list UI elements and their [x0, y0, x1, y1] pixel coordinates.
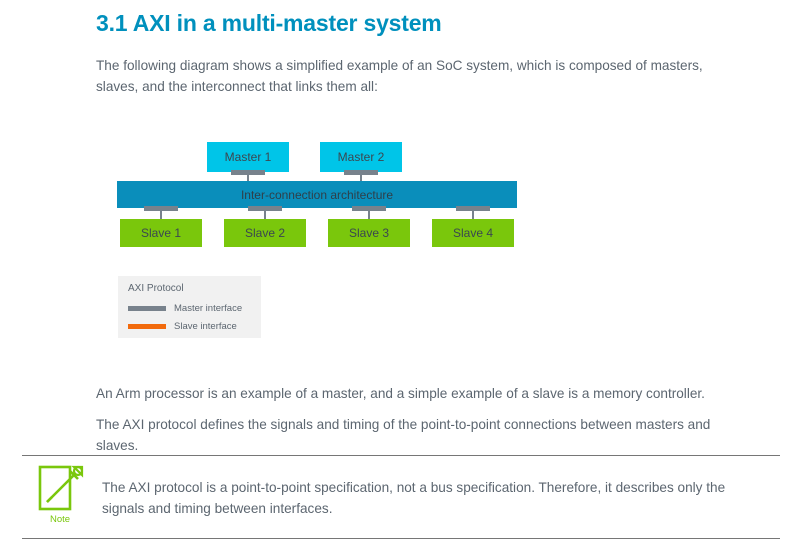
paragraph-arm-processor: An Arm processor is an example of a mast… — [96, 386, 705, 401]
legend-item-slave-interface: Slave interface — [128, 320, 237, 332]
master-interface-bar-icon — [231, 170, 265, 175]
diagram-block-slave-2[interactable]: Slave 2 — [224, 219, 306, 247]
connector-stem-icon — [264, 210, 266, 220]
connector-stem-icon — [160, 210, 162, 220]
master-interface-bar-icon — [144, 206, 178, 211]
connector-stem-icon — [360, 174, 362, 184]
master-interface-bar-icon — [352, 206, 386, 211]
diagram-block-interconnect[interactable]: Inter-connection architecture — [117, 181, 517, 208]
note-text: The AXI protocol is a point-to-point spe… — [102, 480, 726, 516]
page-title: 3.1 AXI in a multi-master system — [96, 10, 442, 36]
intro-paragraph: The following diagram shows a simplified… — [96, 58, 703, 94]
slave-4-label: Slave 4 — [452, 226, 494, 240]
legend-label-slave: Slave interface — [174, 320, 237, 332]
note-divider-top — [22, 455, 780, 456]
slave-1-label: Slave 1 — [140, 226, 182, 240]
diagram-block-master-2[interactable]: Master 2 — [320, 142, 402, 172]
slave-2-label: Slave 2 — [244, 226, 286, 240]
legend-swatch-master-icon — [128, 305, 166, 311]
connector-stem-icon — [472, 210, 474, 220]
diagram-legend: AXI Protocol Master interface Slave inte… — [118, 276, 261, 338]
connector-stem-icon — [247, 174, 249, 184]
legend-item-master-interface: Master interface — [128, 302, 242, 314]
master-interface-bar-icon — [248, 206, 282, 211]
master-1-label: Master 1 — [224, 150, 272, 164]
diagram-block-slave-1[interactable]: Slave 1 — [120, 219, 202, 247]
note-divider-bottom — [22, 538, 780, 539]
note-caption: Note — [49, 514, 71, 525]
connector-stem-icon — [368, 210, 370, 220]
slave-3-label: Slave 3 — [348, 226, 390, 240]
note-pencil-icon — [38, 465, 84, 511]
diagram-block-master-1[interactable]: Master 1 — [207, 142, 289, 172]
diagram-block-slave-3[interactable]: Slave 3 — [328, 219, 410, 247]
legend-label-master: Master interface — [174, 302, 243, 314]
master-interface-bar-icon — [456, 206, 490, 211]
master-interface-bar-icon — [344, 170, 378, 175]
legend-swatch-slave-icon — [128, 323, 166, 329]
diagram-block-slave-4[interactable]: Slave 4 — [432, 219, 514, 247]
paragraph-axi-protocol: The AXI protocol defines the signals and… — [96, 417, 711, 453]
master-2-label: Master 2 — [337, 150, 385, 164]
note-icon-group: Note — [34, 464, 86, 526]
interconnect-label: Inter-connection architecture — [240, 187, 394, 202]
legend-title: AXI Protocol — [128, 283, 184, 294]
